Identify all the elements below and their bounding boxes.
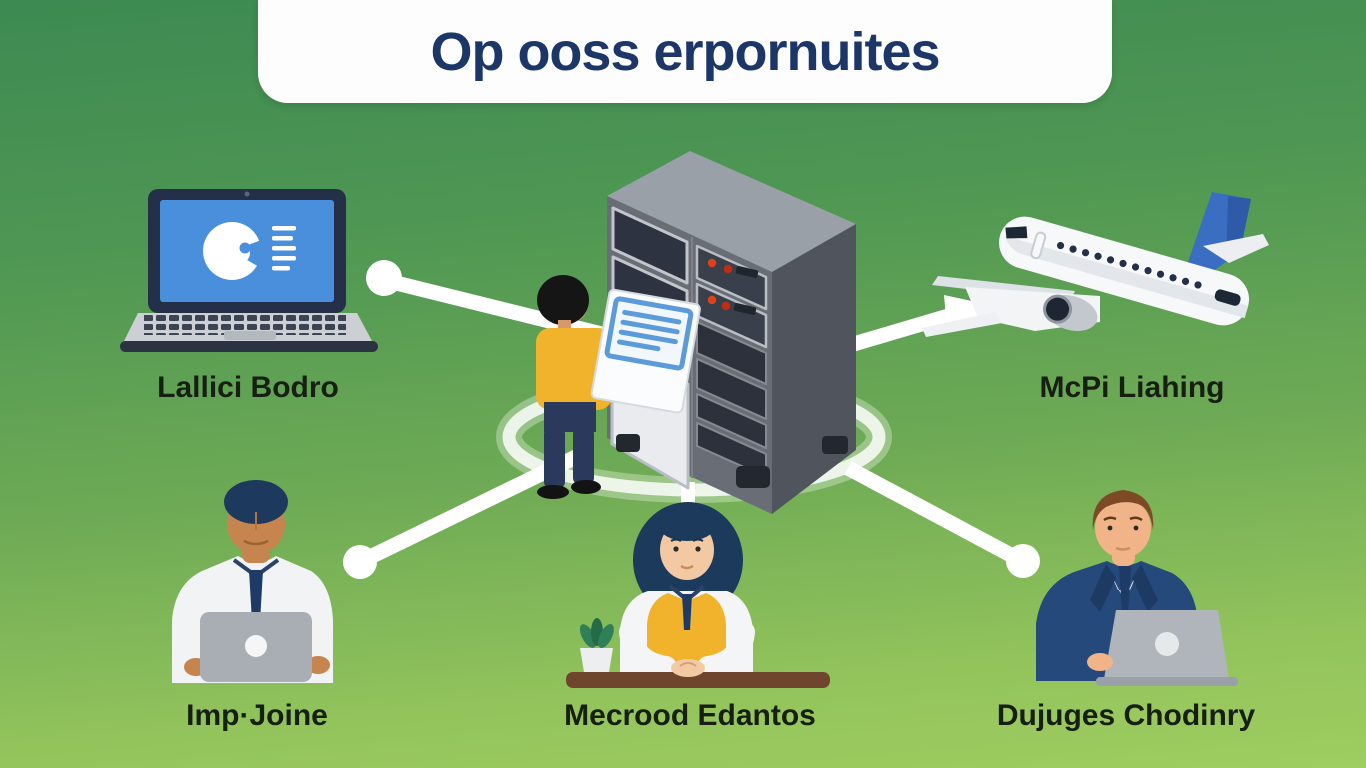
webcam-dot-icon: [244, 191, 250, 197]
technician-shoe: [537, 485, 569, 499]
connector-arrow-shaft: [837, 307, 955, 356]
pie-chart-icon: [203, 222, 266, 280]
worker-center-tie: [682, 594, 692, 630]
worker-left-label: Imp·Joine: [186, 699, 328, 732]
technician-illustration: [536, 275, 701, 499]
rear-door: [1214, 289, 1241, 306]
worker-left-tie: [249, 570, 263, 622]
server-panel: [611, 206, 689, 285]
laptop-logo-icon: [1155, 632, 1179, 656]
worker-right-hair: [1092, 490, 1154, 530]
document-icon: [590, 288, 701, 414]
airplane-illustration: [922, 192, 1269, 337]
connector-node-bottom-left: [343, 545, 377, 579]
worker-right-illustration: [1036, 490, 1238, 686]
worker-right-label: Dujuges Chodinry: [996, 699, 1256, 732]
engine: [1043, 294, 1098, 331]
text-lines-icon: [272, 226, 296, 271]
page-title: Op ooss erpornuites: [430, 21, 940, 82]
worker-right-face: [1095, 498, 1151, 558]
laptop-logo-icon: [245, 635, 267, 657]
laptop-label: Lallici Bodro: [157, 371, 339, 404]
server-slot: [696, 393, 767, 449]
server-slot: [696, 358, 767, 420]
technician-shoe: [571, 480, 601, 494]
airplane-label: McPi Liahing: [1039, 371, 1225, 404]
cabin-door: [1030, 231, 1047, 260]
passenger-windows: [1056, 241, 1202, 289]
technician-pants: [544, 402, 596, 432]
horizontal-stabilizer: [1203, 234, 1269, 263]
worker-center-illustration: [566, 502, 830, 688]
worker-left-hair: [224, 480, 288, 524]
worker-center-label: Mecrood Edantos: [564, 699, 816, 732]
connector-line-bottom-left: [358, 448, 584, 568]
connector-node-top-left: [366, 260, 402, 296]
cockpit-window-icon: [1005, 226, 1028, 239]
desk: [566, 672, 830, 688]
connector-line-bottom-right: [844, 461, 1026, 568]
connector-node-bottom-right: [1006, 544, 1040, 578]
led-lights-icon: [707, 258, 759, 315]
worker-right-tie: [1119, 566, 1131, 614]
server-slot: [696, 321, 767, 385]
worker-left-illustration: [172, 480, 333, 683]
trackpad: [224, 331, 276, 340]
plant-icon: [579, 618, 614, 678]
title-banner: Op ooss erpornuites: [258, 0, 1112, 103]
server-feet: [616, 434, 848, 488]
laptop-illustration: [120, 189, 378, 352]
technician-hair: [537, 275, 589, 325]
